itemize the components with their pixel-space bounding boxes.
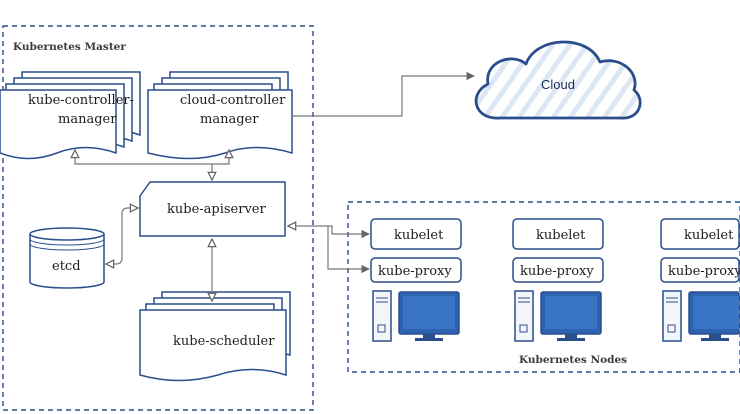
kube-apiserver-label: kube-apiserver bbox=[167, 202, 267, 217]
cloud: Cloud bbox=[474, 40, 642, 120]
computer-icon bbox=[372, 290, 460, 342]
cloud-controller-manager-label-2: manager bbox=[200, 112, 259, 127]
kubelet-label: kubelet bbox=[394, 228, 444, 243]
kube-proxy-label: kube-proxy bbox=[520, 264, 594, 279]
etcd: etcd bbox=[29, 227, 105, 289]
master-group: Kubernetes Master bbox=[2, 25, 314, 411]
master-group-border bbox=[2, 25, 314, 411]
kubelet-label: kubelet bbox=[684, 228, 734, 243]
connector-kubelet bbox=[288, 226, 369, 234]
kube-scheduler-label: kube-scheduler bbox=[173, 334, 275, 349]
kube-controller-manager-label-2: manager bbox=[58, 112, 117, 127]
connector-managers bbox=[75, 150, 229, 165]
nodes-group-border bbox=[347, 201, 740, 373]
kube-controller-manager-label-1: kube-controller- bbox=[28, 93, 134, 108]
kube-apiserver: kube-apiserver bbox=[139, 181, 286, 237]
nodes-group-label: Kubernetes Nodes bbox=[519, 354, 627, 366]
node: kubelet kube-proxy bbox=[660, 218, 740, 342]
computer-icon bbox=[662, 290, 740, 342]
kube-proxy-label: kube-proxy bbox=[378, 264, 452, 279]
nodes-group: Kubernetes Nodes bbox=[347, 201, 740, 373]
node: kubelet kube-proxy bbox=[512, 218, 604, 342]
kube-proxy-label: kube-proxy bbox=[668, 264, 740, 279]
connector-etcd bbox=[106, 208, 138, 264]
etcd-label: etcd bbox=[52, 259, 81, 274]
node: kubelet kube-proxy bbox=[370, 218, 462, 342]
kubelet-label: kubelet bbox=[536, 228, 586, 243]
database-icon bbox=[29, 234, 105, 289]
cloud-controller-manager: cloud-controller manager bbox=[147, 71, 293, 160]
kube-controller-manager: kube-controller- manager bbox=[0, 71, 141, 160]
cloud-icon bbox=[474, 40, 642, 120]
cloud-label: Cloud bbox=[541, 77, 575, 92]
connectors bbox=[75, 71, 475, 301]
computer-icon bbox=[514, 290, 602, 342]
connector-kube-proxy bbox=[327, 226, 370, 274]
connector-cloud bbox=[292, 71, 475, 117]
master-group-label: Kubernetes Master bbox=[13, 41, 126, 53]
kube-scheduler: kube-scheduler bbox=[139, 291, 291, 382]
cloud-controller-manager-label-1: cloud-controller bbox=[180, 93, 286, 108]
